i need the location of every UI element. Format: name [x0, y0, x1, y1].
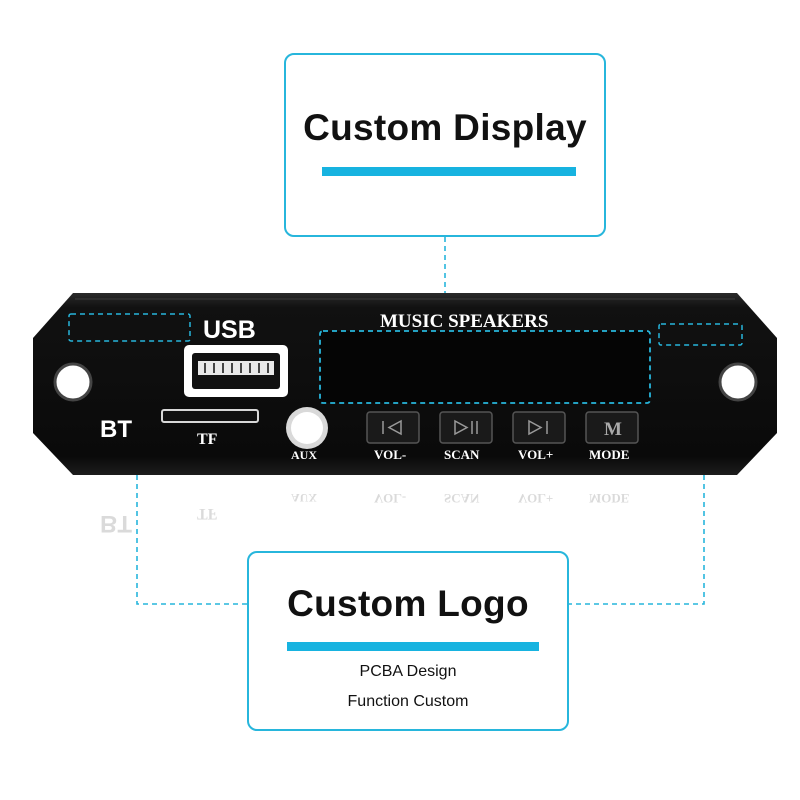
vol-plus-label: VOL+ [518, 447, 553, 462]
led-display [319, 330, 651, 404]
svg-text:SCAN: SCAN [444, 491, 480, 506]
bt-label: BT [100, 416, 132, 443]
svg-text:TF: TF [197, 505, 218, 522]
scan-button[interactable] [439, 411, 493, 444]
svg-text:MODE: MODE [589, 491, 629, 506]
mp3-module-panel: USB BT TF AUX MUSIC SPEAKERS [33, 293, 777, 475]
pcba-design-text: PCBA Design [359, 663, 457, 680]
left-mounting-hole [53, 362, 93, 402]
usb-port[interactable] [184, 345, 288, 397]
mode-button[interactable]: M [585, 411, 639, 444]
svg-text:VOL+: VOL+ [518, 491, 553, 506]
custom-logo-underline [287, 642, 539, 651]
previous-track-icon [382, 419, 402, 436]
custom-display-title: Custom Display [303, 107, 587, 148]
svg-text:VOL-: VOL- [374, 491, 406, 506]
aux-jack[interactable] [286, 407, 328, 449]
scan-label: SCAN [444, 447, 480, 462]
right-logo-area [658, 323, 743, 346]
mode-label: MODE [589, 447, 629, 462]
mode-letter-icon: M [604, 419, 622, 440]
play-pause-icon [454, 419, 478, 436]
aux-label: AUX [291, 448, 317, 462]
display-label: MUSIC SPEAKERS [380, 311, 548, 332]
panel-reflection: BT TF AUX VOL- SCAN VOL+ MODE [33, 478, 777, 548]
tf-card-slot[interactable] [161, 409, 259, 423]
tf-label: TF [197, 431, 218, 448]
next-track-icon [528, 419, 548, 436]
vol-minus-button[interactable] [366, 411, 420, 444]
usb-label: USB [203, 316, 256, 344]
custom-display-callout: Custom Display [284, 53, 606, 237]
svg-text:AUX: AUX [291, 491, 317, 505]
custom-display-underline [322, 167, 576, 176]
svg-text:BT: BT [100, 510, 132, 537]
logo-left-connector [136, 340, 247, 605]
logo-right-connector [569, 340, 705, 605]
function-custom-text: Function Custom [347, 693, 469, 710]
vol-minus-label: VOL- [374, 447, 406, 462]
custom-logo-title: Custom Logo [287, 583, 529, 624]
left-logo-area [68, 313, 191, 342]
custom-logo-callout: Custom Logo PCBA Design Function Custom [247, 551, 569, 731]
right-mounting-hole [718, 362, 758, 402]
vol-plus-button[interactable] [512, 411, 566, 444]
